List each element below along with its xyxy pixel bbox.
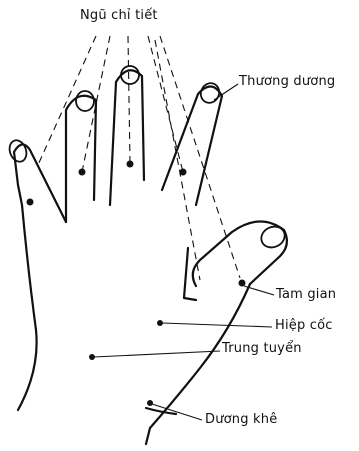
leader-trung-tuyen (94, 351, 220, 357)
middle-finger-outline (110, 70, 144, 205)
little-finger-nail (7, 138, 30, 164)
acupoint-tam-gian (239, 280, 246, 287)
acupoint-little-finger (27, 199, 34, 206)
guide-line-middle (128, 36, 130, 162)
ring-finger-nail (76, 91, 94, 111)
label-hiep-coc: Hiệp cốc (275, 318, 333, 333)
middle-finger-nail (121, 66, 139, 84)
index-finger-nail (198, 80, 223, 106)
leader-hiep-coc (162, 323, 272, 327)
thumb-nail (258, 223, 288, 251)
ring-finger-outline (66, 96, 96, 222)
thumb-side-palm (184, 248, 196, 300)
guide-line-inner (155, 40, 200, 280)
label-tam-gian: Tam gian (276, 287, 336, 302)
acupoint-ring-finger (79, 169, 86, 176)
acupoint-middle-finger (127, 161, 134, 168)
wrist-crease (146, 408, 176, 414)
guide-line-thumb (160, 36, 240, 278)
palm-outline (18, 205, 37, 410)
leader-tam-gian (244, 286, 274, 295)
label-ngu-chi-tiet: Ngũ chỉ tiết (80, 8, 158, 23)
label-duong-khe: Dương khê (205, 412, 277, 427)
acupoint-duong-khe (147, 400, 153, 406)
index-finger-outline (162, 86, 222, 205)
acupoint-index-finger (180, 169, 187, 176)
guide-line-index (148, 36, 183, 172)
label-trung-tuyen: Trung tuyển (222, 341, 302, 356)
label-thuong-duong: Thương dương (239, 74, 335, 89)
